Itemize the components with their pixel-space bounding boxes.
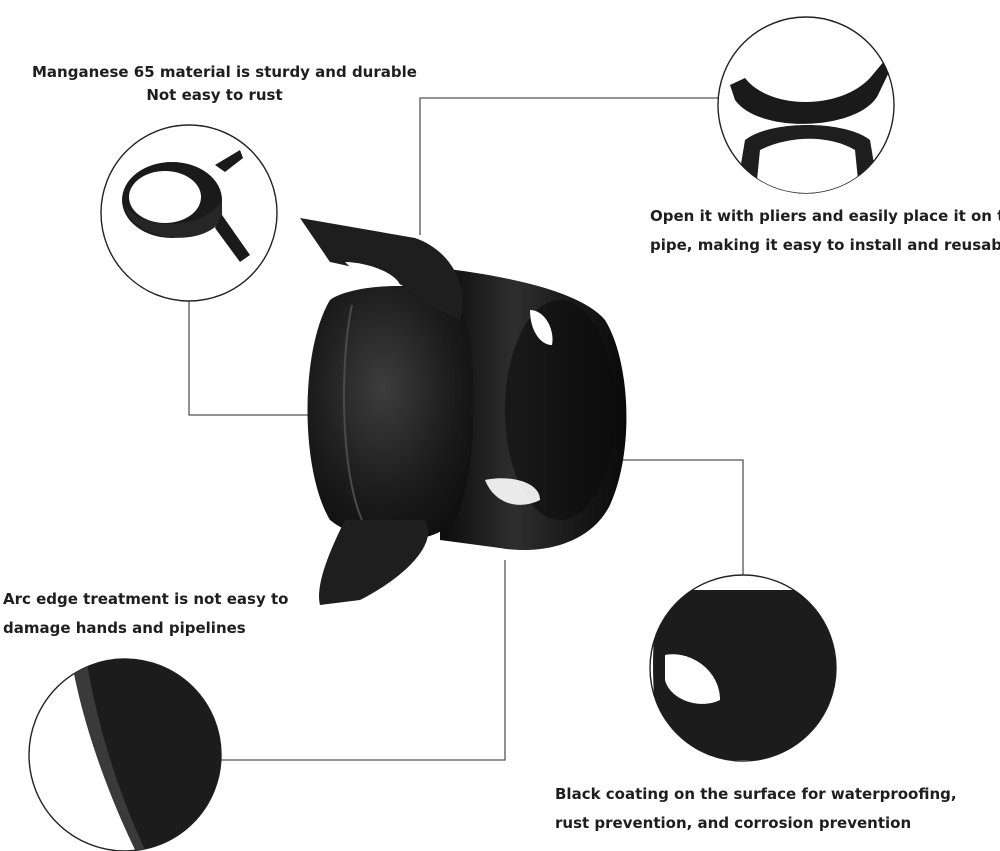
clamp-ring-closeup-icon [122, 150, 250, 262]
detail-circle-bottom-right [649, 574, 837, 762]
caption-installation-line-2: pipe, making it easy to install and reus… [650, 236, 1000, 254]
caption-arc-edge-line-2: damage hands and pipelines [3, 619, 246, 637]
arc-edge-closeup-icon [70, 659, 221, 851]
detail-circle-top-left [100, 124, 278, 302]
detail-circle-bottom-left [28, 658, 222, 851]
caption-coating: Black coating on the surface for waterpr… [555, 780, 957, 838]
callout-lines [188, 97, 744, 761]
caption-material-line-2: Not easy to rust [146, 86, 283, 104]
caption-arc-edge: Arc edge treatment is not easy to damage… [3, 585, 288, 643]
caption-material-line-1: Manganese 65 material is sturdy and dura… [32, 63, 417, 81]
detail-circle-top-right [717, 16, 895, 194]
caption-coating-line-2: rust prevention, and corrosion preventio… [555, 814, 912, 832]
caption-arc-edge-line-1: Arc edge treatment is not easy to [3, 590, 289, 608]
caption-material: Manganese 65 material is sturdy and dura… [32, 61, 417, 107]
clamp-tabs-closeup-icon [730, 60, 890, 193]
black-coating-closeup-icon [653, 590, 836, 760]
callout-line-bottom-right [612, 459, 744, 575]
caption-coating-line-1: Black coating on the surface for waterpr… [555, 785, 957, 803]
caption-installation-line-1: Open it with pliers and easily place it … [650, 207, 1000, 225]
caption-installation: Open it with pliers and easily place it … [650, 202, 1000, 260]
spring-hose-clamp-icon [300, 218, 627, 605]
callout-line-bottom-left [221, 560, 506, 761]
callout-line-top-right [419, 97, 718, 235]
callout-line-top-left [188, 301, 312, 416]
